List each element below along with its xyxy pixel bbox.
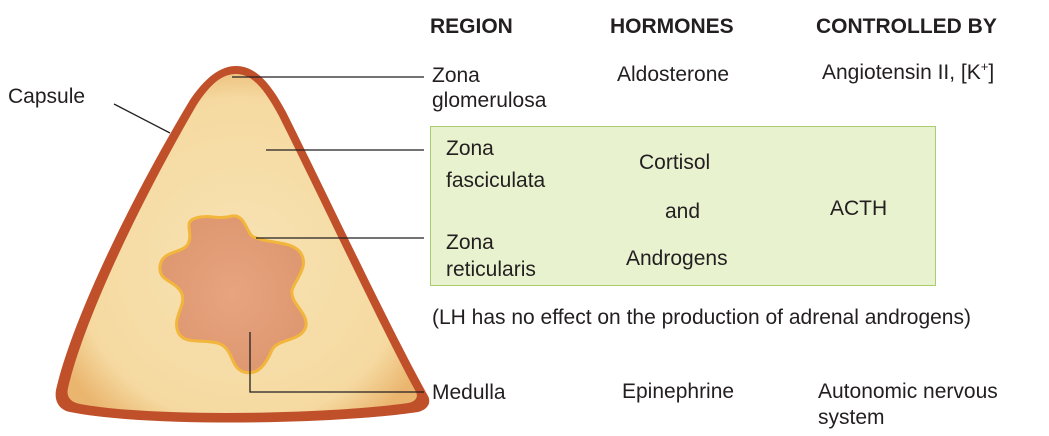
medulla-label: Medulla: [432, 380, 506, 405]
glomerulosa-hormone: Aldosterone: [617, 62, 729, 87]
glomerulosa-control: Angiotensin II, [K+]: [822, 60, 994, 85]
controlled-by-column-header: CONTROLLED BY: [816, 14, 997, 39]
reticularis-region-line2: reticularis: [446, 257, 536, 282]
glomerulosa-region-line1: Zona: [432, 63, 480, 88]
region-column-header: REGION: [430, 14, 513, 39]
shared-control-acth: ACTH: [830, 196, 887, 221]
medulla-hormone: Epinephrine: [622, 379, 734, 404]
reticularis-region-line1: Zona: [446, 230, 494, 255]
hormones-connector: and: [665, 199, 700, 224]
fasciculata-region-line2: fasciculata: [446, 168, 545, 193]
medulla-control-line2: system: [818, 405, 885, 430]
lh-note: (LH has no effect on the production of a…: [432, 305, 971, 330]
capsule-leader-line: [114, 104, 170, 133]
medulla-control-line1: Autonomic nervous: [818, 379, 998, 404]
fasciculata-region-line1: Zona: [446, 136, 494, 161]
fasciculata-hormone: Cortisol: [639, 150, 710, 175]
glomerulosa-region-line2: glomerulosa: [432, 88, 546, 113]
reticularis-hormone: Androgens: [626, 246, 728, 271]
capsule-label: Capsule: [8, 84, 85, 109]
hormones-column-header: HORMONES: [610, 14, 734, 39]
